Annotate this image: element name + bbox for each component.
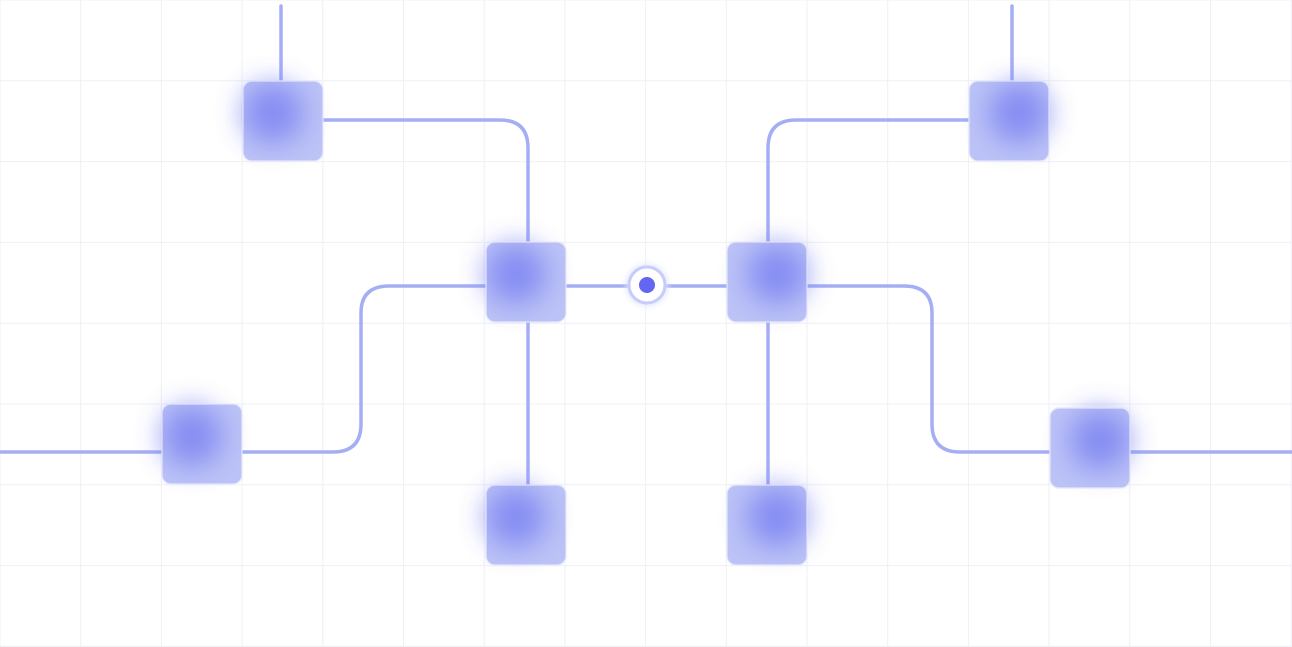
node-far-right <box>1049 407 1131 489</box>
node-outline <box>968 80 1050 162</box>
node-far-left <box>161 403 243 485</box>
node-glow <box>486 244 546 304</box>
node-mid-right <box>726 241 808 323</box>
node-glow <box>486 487 546 547</box>
node-outline <box>726 241 808 323</box>
node-outline <box>1049 407 1131 489</box>
node-bottom-left <box>485 484 567 566</box>
node-outline <box>485 484 567 566</box>
node-glow <box>1070 410 1130 470</box>
connector-line-4 <box>766 118 971 244</box>
node-glow <box>747 244 807 304</box>
node-mid-left <box>485 241 567 323</box>
node-top-left <box>242 80 324 162</box>
diagram-nodes <box>161 80 1131 566</box>
node-top-right <box>968 80 1050 162</box>
hub-dot <box>639 277 655 293</box>
node-glow <box>243 83 303 143</box>
node-outline <box>161 403 243 485</box>
connector-line-2 <box>321 118 530 244</box>
hub-layer <box>626 264 668 306</box>
hub-node <box>626 264 668 306</box>
connector-line-11 <box>805 284 1052 454</box>
node-bottom-right <box>726 484 808 566</box>
node-glow <box>989 83 1049 143</box>
node-outline <box>485 241 567 323</box>
connector-line-6 <box>240 284 488 454</box>
node-glow <box>162 406 222 466</box>
node-outline <box>726 484 808 566</box>
node-glow <box>747 487 807 547</box>
node-outline <box>242 80 324 162</box>
connector-lines <box>0 4 1292 487</box>
